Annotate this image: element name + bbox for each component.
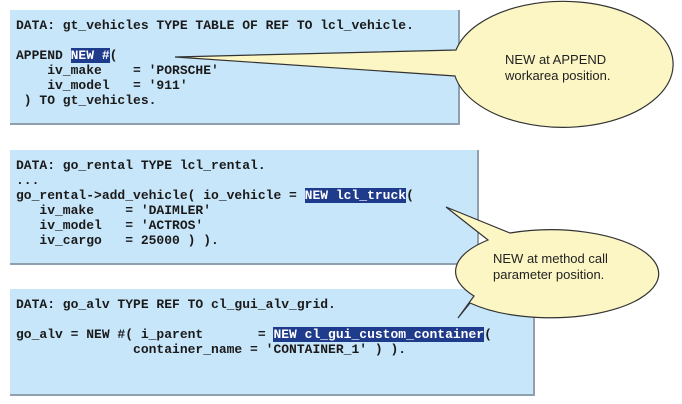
code-line: APPEND NEW #( [16, 48, 452, 63]
callout-text-append: NEW at APPEND workarea position. [505, 52, 611, 84]
code-line: go_rental->add_vehicle( io_vehicle = NEW… [16, 188, 471, 203]
callout-bubble-append [174, 0, 674, 128]
callout-line: workarea position. [505, 68, 611, 83]
code-line: go_alv = NEW #( i_parent = NEW cl_gui_cu… [16, 327, 527, 342]
code-line: iv_cargo = 25000 ) ). [16, 233, 471, 248]
code-text: iv_model = '911' [16, 78, 188, 93]
code-text: ... [16, 173, 40, 188]
code-text: APPEND [16, 48, 71, 63]
code-text: ( [109, 48, 118, 63]
code-line: container_name = 'CONTAINER_1' ) ). [16, 342, 527, 357]
code-line: ... [16, 173, 471, 188]
code-line: DATA: gt_vehicles TYPE TABLE OF REF TO l… [16, 18, 452, 33]
code-text: ( [406, 188, 414, 203]
code-line: iv_model = 'ACTROS' [16, 218, 471, 233]
code-text: iv_make = 'DAIMLER' [16, 203, 212, 218]
code-text: ) TO gt_vehicles. [16, 93, 157, 108]
code-line: iv_model = '911' [16, 78, 452, 93]
code-line: iv_make = 'PORSCHE' [16, 63, 452, 78]
code-text: iv_cargo = 25000 ) ). [16, 233, 219, 248]
code-text: container_name = 'CONTAINER_1' ) ). [16, 342, 407, 357]
code-line: iv_make = 'DAIMLER' [16, 203, 471, 218]
callout-line: NEW at APPEND [505, 52, 607, 67]
code-block-alv: DATA: go_alv TYPE REF TO cl_gui_alv_grid… [10, 289, 535, 396]
code-text: ( [484, 327, 492, 342]
code-text: iv_model = 'ACTROS' [16, 218, 204, 233]
code-line: DATA: go_alv TYPE REF TO cl_gui_alv_grid… [16, 297, 527, 312]
highlighted-keyword: NEW lcl_truck [304, 188, 407, 203]
code-text: DATA: go_rental TYPE lcl_rental. [16, 158, 266, 173]
callout-text-method-call: NEW at method call parameter position. [493, 251, 608, 283]
code-text: go_rental->add_vehicle( io_vehicle = [16, 188, 305, 203]
code-text: DATA: gt_vehicles TYPE TABLE OF REF TO l… [16, 18, 414, 33]
code-line: DATA: go_rental TYPE lcl_rental. [16, 158, 471, 173]
code-block-method-call: DATA: go_rental TYPE lcl_rental....go_re… [10, 150, 479, 265]
callout-bubble-method-call [445, 206, 660, 319]
code-text: DATA: go_alv TYPE REF TO cl_gui_alv_grid… [16, 297, 336, 312]
callout-line: NEW at method call [493, 251, 608, 266]
highlighted-keyword: NEW cl_gui_custom_container [273, 327, 485, 342]
code-line: ) TO gt_vehicles. [16, 93, 452, 108]
code-text: iv_make = 'PORSCHE' [16, 63, 219, 78]
callout-line: parameter position. [493, 267, 605, 282]
highlighted-keyword: NEW # [70, 48, 110, 63]
code-text: go_alv = NEW #( i_parent = [16, 327, 274, 342]
